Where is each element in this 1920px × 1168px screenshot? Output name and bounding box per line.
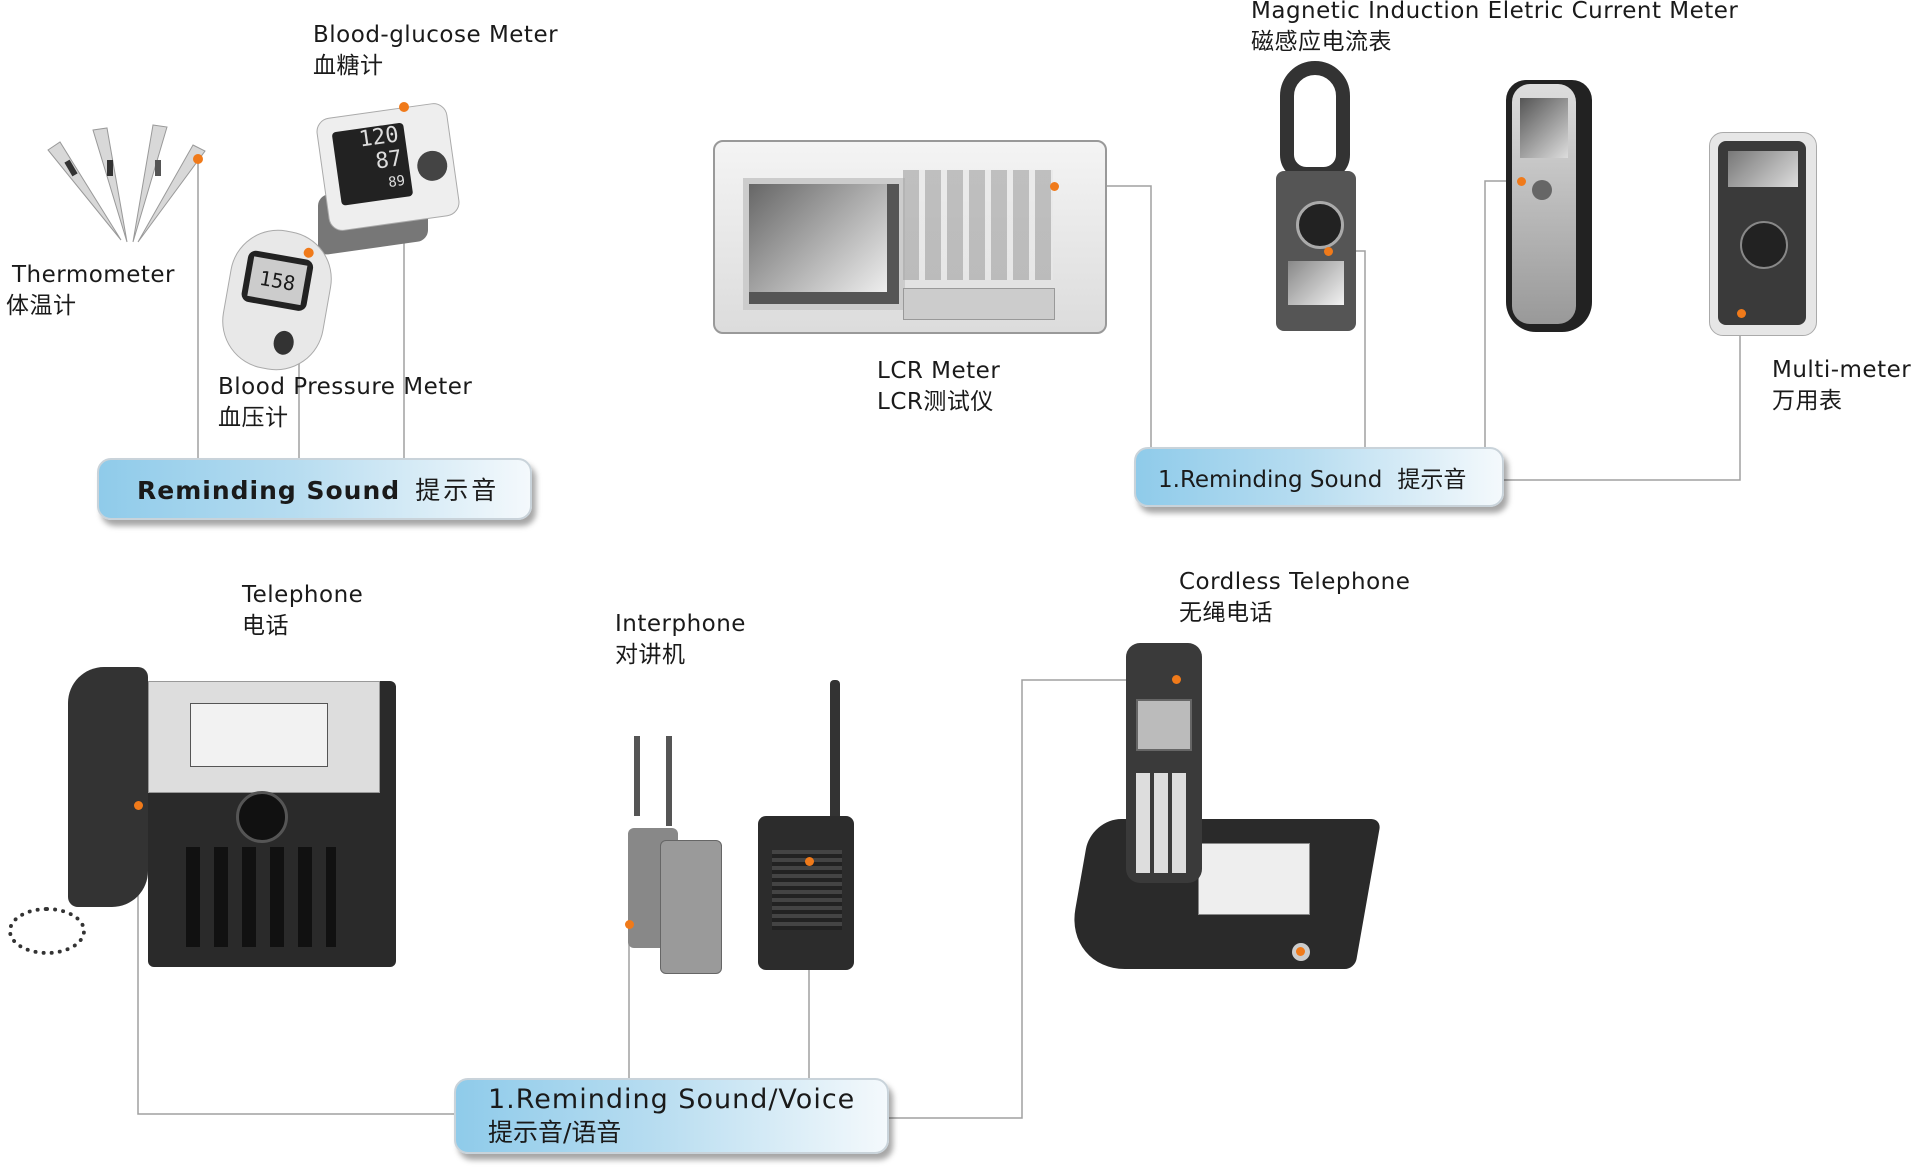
label-en: Telephone — [242, 582, 364, 608]
box-text-cn: 提示音 — [415, 476, 500, 505]
connector-multimeter — [1504, 313, 1741, 481]
sound-indicator-dot — [1050, 182, 1059, 191]
label-thermometer: Thermometer 体温计 — [6, 260, 175, 322]
label-cn: 无绳电话 — [1179, 600, 1273, 626]
reminding-sound-box-medical: Reminding Sound 提示音 — [97, 458, 532, 520]
connector-cordless — [889, 679, 1176, 1119]
label-multi-meter: Multi-meter 万用表 — [1772, 355, 1911, 417]
label-cn: 万用表 — [1772, 388, 1843, 414]
box-text-cn: 提示音 — [1397, 467, 1467, 493]
clamp-meter-image — [1276, 61, 1360, 335]
sound-indicator-dot — [805, 857, 814, 866]
sound-indicator-dot — [1324, 247, 1333, 256]
box-text: 1.Reminding Sound/Voice — [488, 1084, 856, 1115]
label-en: Thermometer — [12, 262, 175, 288]
sound-indicator-dot — [193, 154, 203, 164]
label-cn: 体温计 — [6, 293, 77, 319]
sound-indicator-dot — [1737, 309, 1746, 318]
label-lcr-meter: LCR Meter LCR测试仪 — [877, 356, 1000, 418]
handheld-meter-image — [1506, 80, 1592, 332]
label-blood-glucose-meter: Blood-glucose Meter 血糖计 — [313, 20, 558, 82]
label-en: Blood-glucose Meter — [313, 22, 559, 48]
box-text-cn: 提示音/语音 — [488, 1118, 622, 1147]
label-cn: 对讲机 — [615, 642, 686, 668]
blood-pressure-meter-image: 120 87 89 — [314, 101, 462, 258]
label-cn: 血糖计 — [313, 53, 384, 79]
label-cn: LCR测试仪 — [877, 389, 994, 415]
label-en: Magnetic Induction Eletric Current Meter — [1251, 0, 1739, 24]
sound-indicator-dot — [1296, 947, 1305, 956]
multimeter-image — [1709, 132, 1817, 336]
label-en: Multi-meter — [1772, 357, 1912, 383]
sound-indicator-dot — [302, 246, 315, 259]
label-cn: 电话 — [242, 613, 289, 639]
label-cn: 磁感应电流表 — [1251, 29, 1392, 55]
label-en: Interphone — [615, 611, 746, 637]
label-interphone: Interphone 对讲机 — [615, 609, 746, 671]
connector-telephone — [137, 806, 454, 1115]
sound-indicator-dot — [399, 102, 409, 112]
label-telephone: Telephone 电话 — [242, 580, 363, 642]
cordless-telephone-image — [1064, 643, 1382, 981]
label-en: Cordless Telephone — [1179, 569, 1411, 595]
glucose-reading: 158 — [247, 256, 308, 306]
reminding-sound-voice-box-telephones: 1.Reminding Sound/Voice 提示音/语音 — [454, 1078, 889, 1154]
telephone-image — [6, 667, 396, 969]
label-cn: 血压计 — [218, 405, 289, 431]
lcr-meter-image — [713, 122, 1113, 334]
sound-indicator-dot — [134, 801, 143, 810]
label-blood-pressure-meter: Blood Pressure Meter 血压计 — [218, 372, 472, 434]
sound-indicator-dot — [625, 920, 634, 929]
sound-indicator-dot — [1172, 675, 1181, 684]
label-magnetic-current-meter: Magnetic Induction Eletric Current Meter… — [1251, 0, 1738, 58]
label-cordless-telephone: Cordless Telephone 无绳电话 — [1179, 567, 1410, 629]
thermometer-image — [47, 124, 206, 243]
sound-indicator-dot — [1517, 177, 1526, 186]
box-text: Reminding Sound — [137, 476, 401, 505]
label-en: LCR Meter — [877, 358, 1001, 384]
interphone-image — [612, 680, 864, 975]
reminding-sound-box-instruments: 1.Reminding Sound 提示音 — [1134, 447, 1504, 507]
box-text: 1.Reminding Sound — [1158, 467, 1383, 493]
label-en: Blood Pressure Meter — [218, 374, 473, 400]
